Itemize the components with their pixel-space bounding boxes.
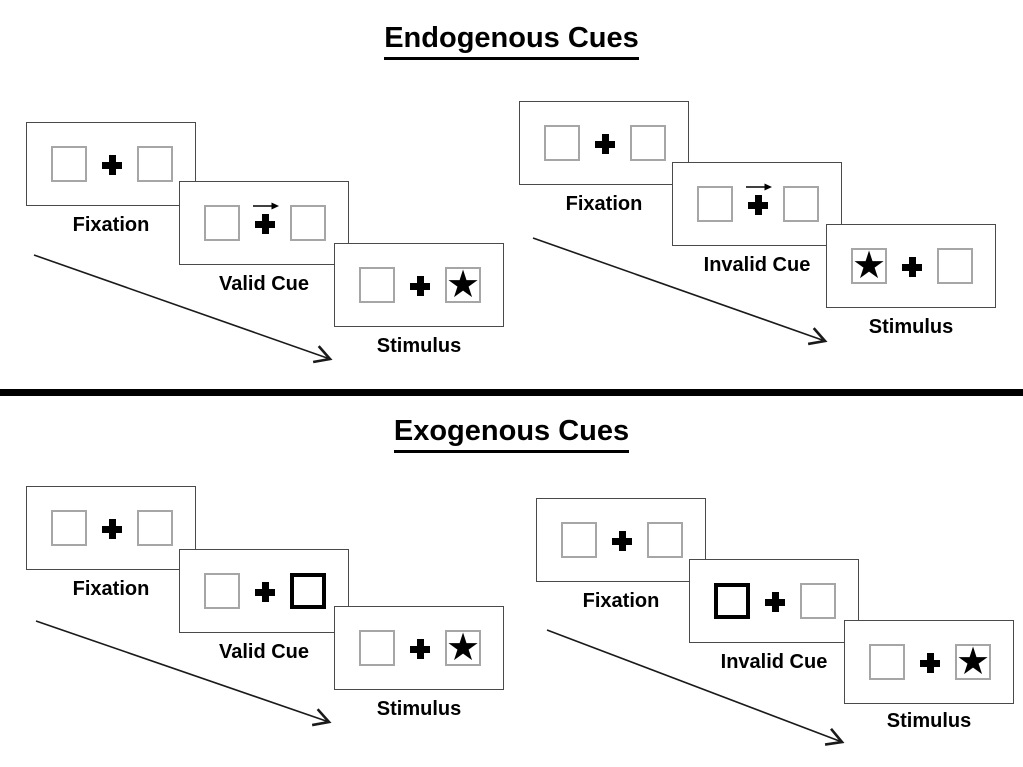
panel-valid-cue [179,549,349,633]
panel-label: Fixation [565,193,643,215]
panel-label: Valid Cue [218,641,310,663]
left-box [359,630,395,666]
cue-arrow-icon [746,183,772,191]
panel-label: Valid Cue [218,273,310,295]
star-icon: ★ [445,625,481,669]
right-box [647,522,683,558]
fixation-cross-icon [255,214,275,234]
panel-label: Stimulus [376,335,462,357]
left-box [204,573,240,609]
panel-label: Fixation [72,578,150,600]
panel-label: Stimulus [886,710,972,732]
panel-fixation [519,101,689,185]
panel-label: Fixation [582,590,660,612]
cue-highlight-box [290,573,326,609]
right-box [137,146,173,182]
right-box [783,186,819,222]
fixation-cross-icon [595,134,615,154]
fixation-cross-icon [920,653,940,673]
cue-arrow-icon [253,202,279,210]
star-box: ★ [955,639,991,683]
fixation-cross-icon [902,257,922,277]
fixation-cross-icon [748,195,768,215]
timeline-arrow [33,254,333,364]
right-box [290,205,326,241]
fixation-cross-icon [410,276,430,296]
left-box [204,205,240,241]
fixation-cross-icon [255,582,275,602]
panel-stimulus: ★ [826,224,996,308]
star-icon: ★ [445,262,481,306]
panel-label: Invalid Cue [720,651,828,673]
right-box [630,125,666,161]
left-box [51,510,87,546]
exogenous-title-text: Exogenous Cues [393,415,630,453]
exogenous-section-title: Exogenous Cues [0,415,1023,453]
star-box: ★ [445,625,481,669]
fixation-cross-icon [102,155,122,175]
left-box [869,644,905,680]
fixation-cross-icon [765,592,785,612]
section-divider [0,389,1023,396]
right-box [937,248,973,284]
panel-fixation [26,122,196,206]
left-box [359,267,395,303]
star-icon: ★ [955,639,991,683]
left-box [697,186,733,222]
panel-invalid-cue [672,162,842,246]
star-icon: ★ [851,243,887,287]
panel-label: Stimulus [376,698,462,720]
panel-fixation [536,498,706,582]
right-box [137,510,173,546]
panel-valid-cue [179,181,349,265]
fixation-cross-icon [102,519,122,539]
panel-stimulus: ★ [334,243,504,327]
panel-stimulus: ★ [844,620,1014,704]
panel-fixation [26,486,196,570]
star-box: ★ [445,262,481,306]
panel-label: Invalid Cue [703,254,811,276]
left-box [51,146,87,182]
panel-label: Fixation [72,214,150,236]
timeline-arrow [35,620,332,727]
left-box [561,522,597,558]
panel-label: Stimulus [868,316,954,338]
endogenous-section-title: Endogenous Cues [0,22,1023,60]
fixation-cross-icon [612,531,632,551]
cue-highlight-box [714,583,750,619]
panel-invalid-cue [689,559,859,643]
panel-stimulus: ★ [334,606,504,690]
right-box [800,583,836,619]
fixation-cross-icon [410,639,430,659]
timeline-arrow [546,629,845,746]
star-box: ★ [851,243,887,287]
endogenous-title-text: Endogenous Cues [384,22,639,60]
left-box [544,125,580,161]
